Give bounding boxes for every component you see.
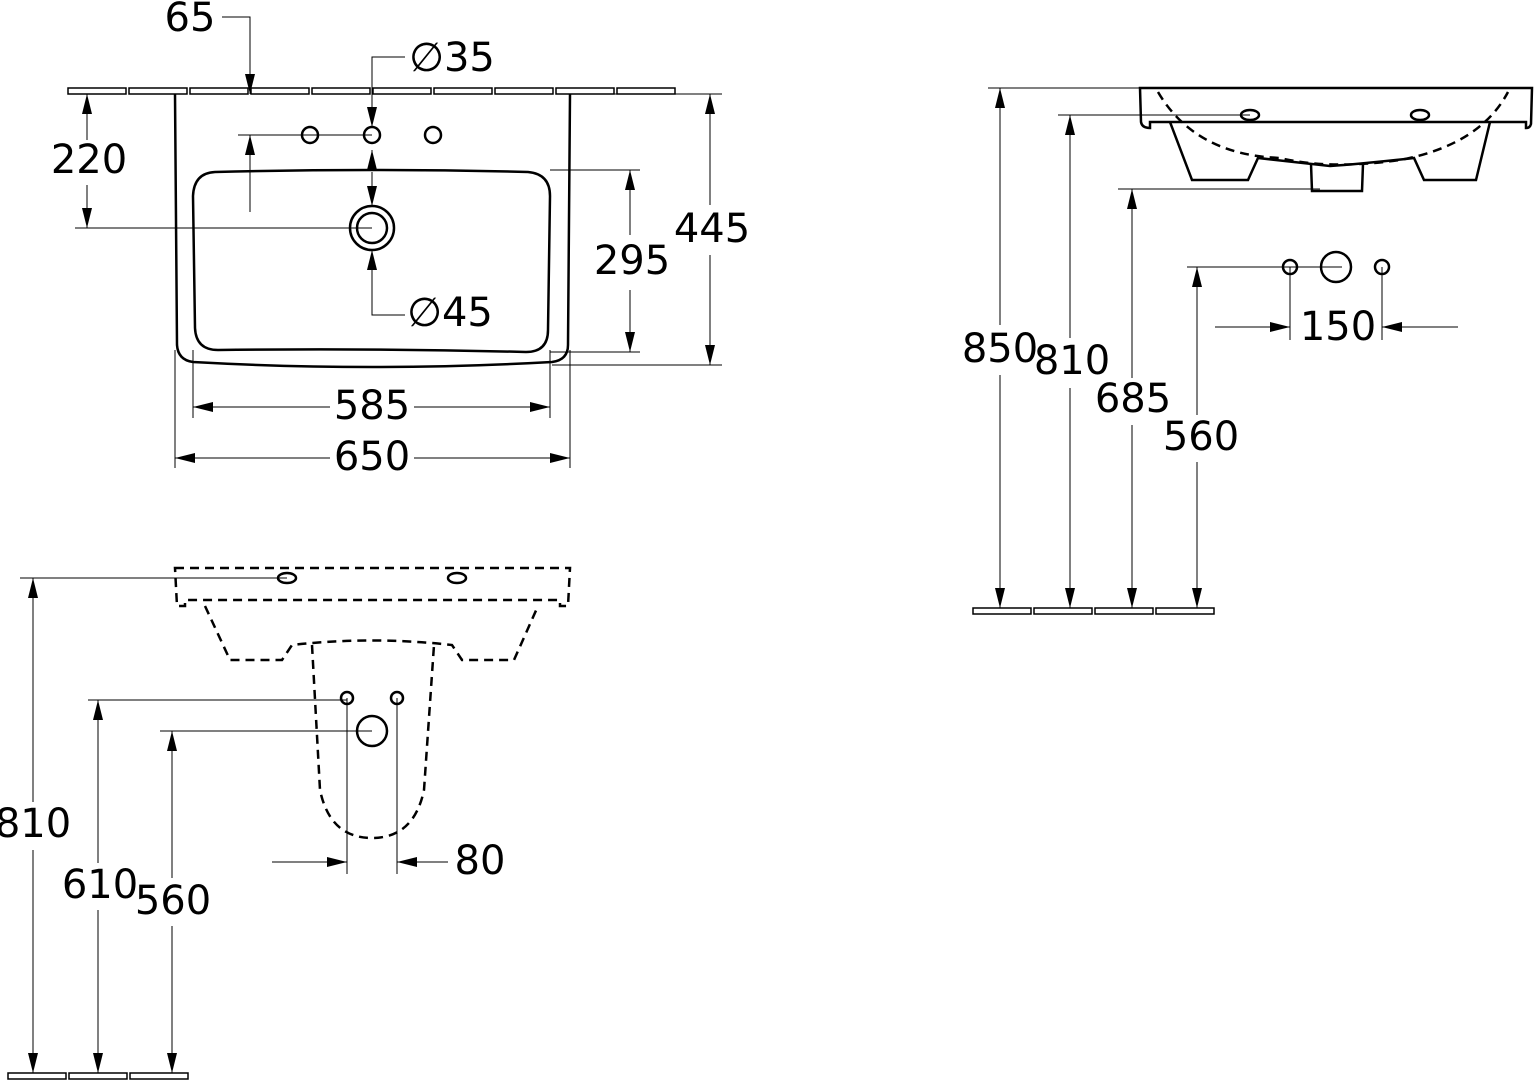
side-view: 850 810 685 560 150 (962, 86, 1534, 615)
tap-hole-right (423, 125, 443, 145)
dim-tap-hole-label: ∅35 (409, 35, 495, 81)
dim-810-side-label: 810 (1034, 338, 1110, 384)
wall-strip (67, 87, 676, 95)
floor-strip (972, 607, 1215, 615)
bowl-outline (191, 168, 552, 354)
dim-685-label: 685 (1095, 376, 1171, 422)
dim-65-label: 65 (165, 0, 216, 41)
dim-80-label: 80 (455, 838, 506, 884)
dim-560-front-label: 560 (135, 878, 211, 924)
dim-445-label: 445 (674, 206, 750, 252)
basin-outline (173, 93, 572, 369)
dim-150-label: 150 (1300, 304, 1376, 350)
dim-drain-label: ∅45 (407, 290, 493, 336)
floor-strip (7, 1072, 189, 1080)
front-view: 810 610 560 80 (0, 566, 572, 1080)
dim-585-label: 585 (334, 383, 410, 429)
dim-850-label: 850 (962, 326, 1038, 372)
dim-220-label: 220 (51, 137, 127, 183)
top-view: 65 ∅35 220 ∅45 295 445 585 (51, 0, 750, 480)
basin-side-outline (1138, 86, 1534, 130)
dim-560-side-label: 560 (1163, 414, 1239, 460)
dim-810-front-label: 810 (0, 801, 71, 847)
dim-295-label: 295 (594, 238, 670, 284)
dim-610-label: 610 (62, 862, 138, 908)
dim-650-label: 650 (334, 434, 410, 480)
